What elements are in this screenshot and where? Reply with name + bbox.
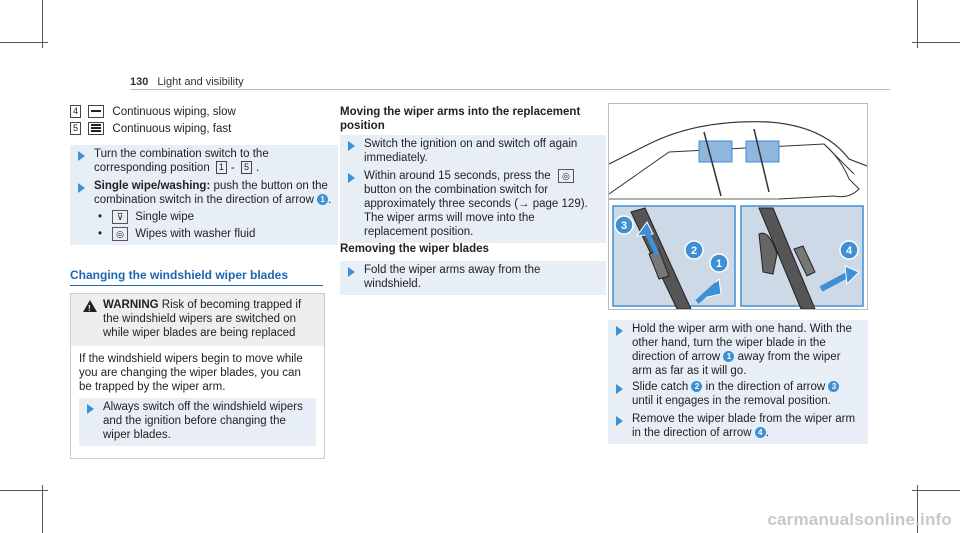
bullet-text: Wipes with washer fluid — [135, 228, 256, 241]
step-label: Single wipe/washing: — [94, 180, 211, 192]
callout-2: 2 — [684, 240, 704, 260]
key-1: 1 — [215, 161, 227, 175]
step-text: Switch the ignition on and switch off ag… — [364, 138, 578, 164]
crop-mark — [912, 42, 960, 43]
step-text: until it engages in the removal position… — [632, 395, 831, 407]
step-arrow-icon — [87, 404, 94, 414]
key-5: 5 — [70, 122, 81, 136]
svg-text:1: 1 — [716, 258, 722, 270]
arrow-ref-3: 3 — [828, 381, 840, 393]
warning-body: If the windshield wipers begin to move w… — [71, 346, 324, 458]
step-text: Hold the wiper arm with one hand. With t… — [632, 323, 852, 363]
step-text: push the button on the combination switc… — [94, 180, 328, 206]
step-text: Remove the wiper blade from the wiper ar… — [632, 413, 856, 439]
list-item: ⊽ Single wipe — [94, 210, 332, 224]
crop-mark — [42, 0, 43, 48]
instruction-step: Remove the wiper blade from the wiper ar… — [608, 410, 868, 444]
single-wipe-icon: ⊽ — [112, 210, 128, 224]
callout-3: 3 — [614, 215, 634, 235]
crop-mark — [917, 485, 918, 533]
instruction-step: Always switch off the windshield wipers … — [79, 398, 316, 446]
warning-header: ! WARNING Risk of becoming trapped if th… — [71, 294, 324, 346]
key-5: 5 — [240, 161, 252, 175]
warning-icon: ! — [83, 300, 97, 313]
step-text: Fold the wiper arms away from the windsh… — [364, 264, 541, 290]
list-item: ◎ Wipes with washer fluid — [94, 227, 332, 241]
step-arrow-icon — [616, 384, 623, 394]
watermark: carmanualsonline.info — [767, 510, 952, 529]
step-text: away from the wiper arm as far as it wil… — [632, 351, 841, 377]
arrow-ref-1: 1 — [317, 194, 329, 206]
arrow-ref-1: 1 — [723, 351, 735, 363]
key-4: 4 — [70, 105, 81, 119]
subheading: Removing the wiper blades — [340, 243, 489, 255]
svg-text:2: 2 — [691, 245, 697, 257]
subheading: Moving the wiper arms into the replaceme… — [340, 106, 581, 132]
step-arrow-icon — [616, 326, 623, 336]
crop-mark — [42, 485, 43, 533]
step-text: Slide catch — [632, 381, 689, 393]
wipe-mode-slow: 4 Continuous wiping, slow — [70, 105, 236, 119]
warning-label: WARNING — [103, 299, 159, 311]
step-arrow-icon — [348, 141, 355, 151]
step-text: Turn the combination switch to the corre… — [94, 148, 269, 174]
step-text: Always switch off the windshield wipers … — [103, 401, 303, 441]
page-header: 130 Light and visibility — [130, 75, 244, 89]
wipe-mode-label: Continuous wiping, slow — [112, 106, 236, 118]
section-heading: Changing the windshield wiper blades — [70, 268, 289, 282]
step-text: in the direction of arrow — [705, 381, 826, 393]
step-text: button on the combination switch for app… — [364, 184, 588, 239]
catch-ref-2: 2 — [691, 381, 703, 393]
wipe-mode-fast: 5 Continuous wiping, fast — [70, 122, 231, 136]
instruction-step: Hold the wiper arm with one hand. With t… — [608, 320, 868, 382]
warning-box: ! WARNING Risk of becoming trapped if th… — [70, 293, 325, 459]
crop-mark — [0, 42, 48, 43]
header-divider — [130, 89, 890, 90]
heading-rule — [70, 285, 323, 286]
wipe-mode-label: Continuous wiping, fast — [112, 123, 232, 135]
windshield-diagram: 3 2 1 4 — [609, 121, 867, 309]
section-title: Light and visibility — [157, 76, 244, 88]
crop-mark — [912, 490, 960, 491]
instruction-step: Turn the combination switch to the corre… — [70, 145, 338, 179]
warning-text: Risk of becoming trapped if the windshie… — [103, 299, 302, 339]
wiper-illustration: 3 2 1 4 — [608, 103, 868, 310]
svg-text:4: 4 — [846, 245, 853, 257]
instruction-step: Within around 15 seconds, press the ◎ bu… — [340, 167, 606, 244]
step-arrow-icon — [78, 183, 85, 193]
slow-wipe-icon — [88, 105, 105, 119]
instruction-step: Fold the wiper arms away from the windsh… — [340, 261, 606, 295]
callout-4: 4 — [839, 240, 859, 260]
step-arrow-icon — [78, 151, 85, 161]
step-arrow-icon — [348, 267, 355, 277]
bullet-text: Single wipe — [135, 211, 195, 224]
step-arrow-icon — [348, 173, 355, 183]
svg-text:3: 3 — [621, 220, 627, 232]
page-number: 130 — [130, 76, 149, 88]
step-arrow-icon — [616, 416, 623, 426]
washer-icon: ◎ — [557, 169, 574, 183]
fast-wipe-icon — [88, 122, 105, 136]
step-text: Within around 15 seconds, press the — [364, 170, 551, 183]
crop-mark — [0, 490, 48, 491]
callout-1: 1 — [709, 253, 729, 273]
instruction-step: Single wipe/washing: push the button on … — [70, 177, 338, 246]
warning-paragraph: If the windshield wipers begin to move w… — [79, 353, 303, 393]
instruction-step: Switch the ignition on and switch off ag… — [340, 135, 606, 169]
instruction-step: Slide catch 2 in the direction of arrow … — [608, 378, 868, 412]
arrow-ref-4: 4 — [754, 427, 766, 439]
washer-icon: ◎ — [112, 227, 128, 242]
crop-mark — [917, 0, 918, 48]
